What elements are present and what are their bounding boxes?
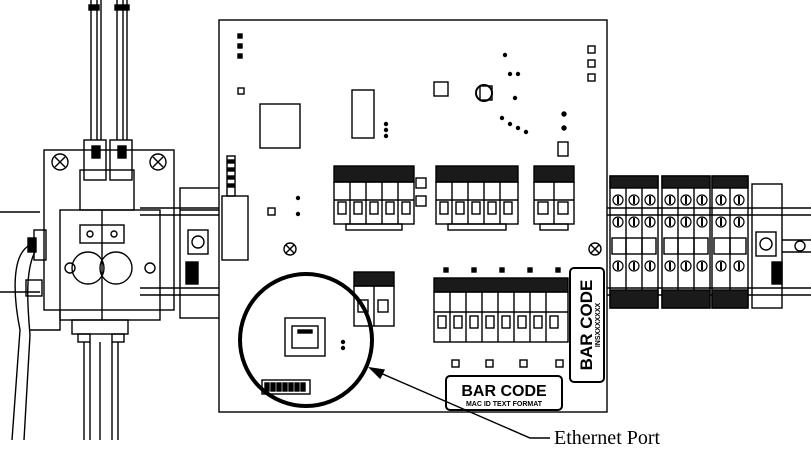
dip-switch: [261, 379, 311, 395]
circuit-board: [218, 19, 608, 413]
terminal-block-c: [533, 165, 575, 231]
barcode-label-side: [569, 267, 605, 383]
valve-assembly: [11, 0, 175, 441]
barcode-bottom-subtitle: MAC ID TEXT FORMAT: [466, 401, 543, 408]
callout-label: Ethernet Port: [554, 427, 661, 449]
barcode-side-title: BAR CODE: [577, 280, 596, 371]
barcode-bottom-title: BAR CODE: [461, 383, 547, 400]
ethernet-port: [284, 317, 346, 357]
terminal-block-d: [353, 271, 395, 327]
din-end-stop-right: [751, 183, 811, 309]
barcode-side-subtitle: INSXXXXXXX: [595, 302, 602, 347]
terminal-block-b: [435, 165, 519, 231]
terminal-block-a: [333, 165, 427, 231]
callout-leader: [368, 367, 550, 439]
highlight-circle: [238, 272, 374, 408]
din-terminals-right: [609, 175, 749, 309]
barcode-label-bottom: [445, 375, 563, 411]
terminal-block-e: [433, 267, 569, 343]
